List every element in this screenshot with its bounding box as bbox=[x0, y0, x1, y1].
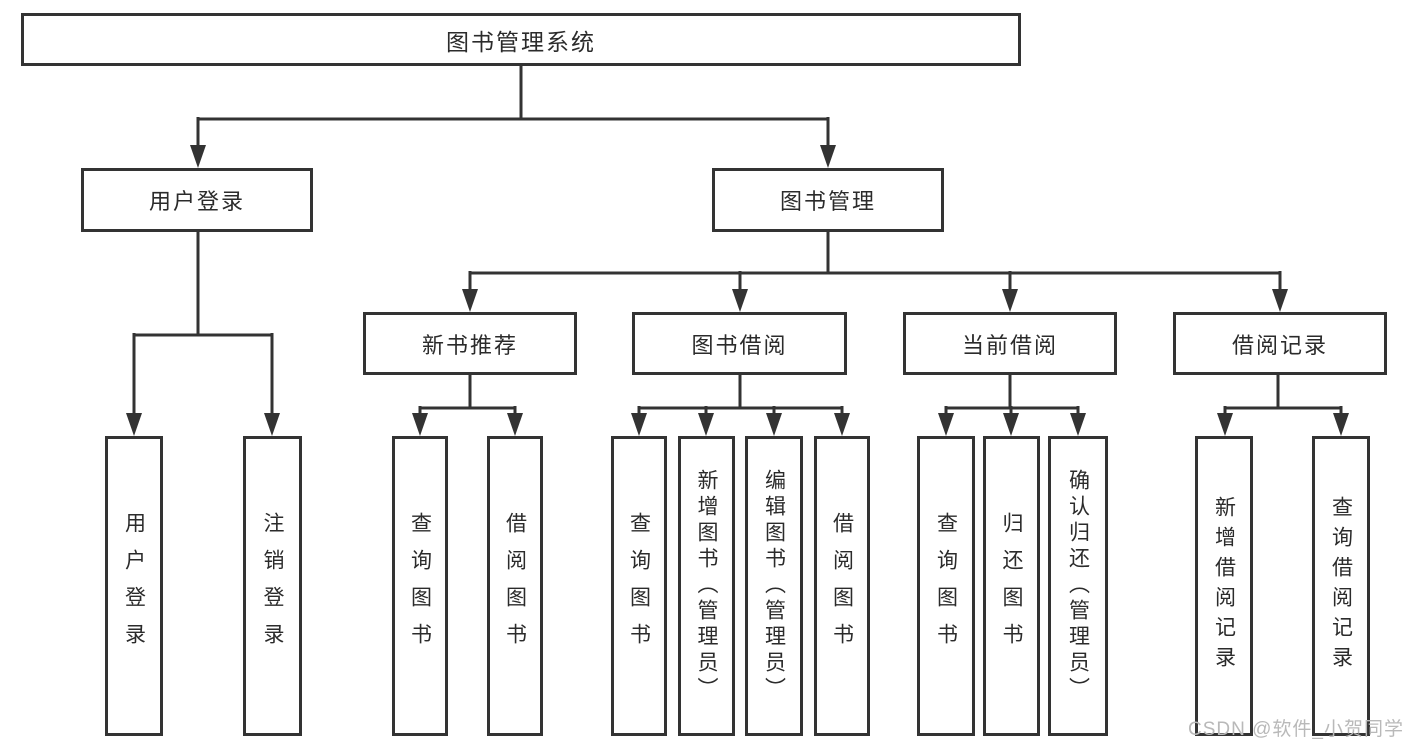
node-label: 借阅记录 bbox=[1231, 332, 1328, 358]
node-current-borrow: 当前借阅 bbox=[903, 312, 1117, 375]
leaf-return-books: 归还图书 bbox=[983, 436, 1040, 736]
leaf-label: 用户登录 bbox=[122, 512, 146, 660]
leaf-query-books-3: 查询图书 bbox=[917, 436, 975, 736]
leaf-borrow-books-2: 借阅图书 bbox=[814, 436, 870, 736]
leaf-edit-books-admin: 编辑图书（管理员） bbox=[745, 436, 803, 736]
leaf-label: 确认归还（管理员） bbox=[1066, 469, 1090, 703]
node-book-management: 图书管理 bbox=[712, 168, 944, 232]
node-label: 当前借阅 bbox=[961, 332, 1058, 358]
node-book-borrow: 图书借阅 bbox=[632, 312, 847, 375]
leaf-label: 查询图书 bbox=[408, 512, 432, 660]
leaf-label: 归还图书 bbox=[1000, 512, 1023, 660]
leaf-add-borrow-record: 新增借阅记录 bbox=[1195, 436, 1253, 736]
leaf-query-books-2: 查询图书 bbox=[611, 436, 667, 736]
leaf-label: 借阅图书 bbox=[830, 512, 854, 660]
leaf-label: 借阅图书 bbox=[503, 512, 527, 660]
leaf-borrow-books-1: 借阅图书 bbox=[487, 436, 543, 736]
leaf-user-login: 用户登录 bbox=[105, 436, 163, 736]
leaf-label: 编辑图书（管理员） bbox=[762, 469, 786, 703]
node-borrow-records: 借阅记录 bbox=[1173, 312, 1387, 375]
node-label: 用户登录 bbox=[148, 189, 245, 214]
node-new-book-recommend: 新书推荐 bbox=[363, 312, 577, 375]
leaf-label: 查询图书 bbox=[627, 512, 651, 660]
csdn-watermark: CSDN @软件_小贺同学 bbox=[1188, 719, 1404, 740]
leaf-label: 新增借阅记录 bbox=[1212, 496, 1236, 676]
leaf-add-books-admin: 新增图书（管理员） bbox=[678, 436, 735, 736]
node-user-login: 用户登录 bbox=[81, 168, 313, 232]
node-label: 新书推荐 bbox=[421, 332, 518, 358]
leaf-label: 查询借阅记录 bbox=[1329, 496, 1353, 676]
node-library-system: 图书管理系统 bbox=[21, 13, 1021, 66]
leaf-query-books-1: 查询图书 bbox=[392, 436, 448, 736]
leaf-query-borrow-record: 查询借阅记录 bbox=[1312, 436, 1370, 736]
leaf-label: 注销登录 bbox=[261, 512, 284, 660]
node-label: 图书借阅 bbox=[691, 332, 788, 358]
leaf-label: 新增图书（管理员） bbox=[695, 469, 718, 703]
leaf-label: 查询图书 bbox=[934, 512, 958, 660]
leaf-logout: 注销登录 bbox=[243, 436, 302, 736]
leaf-confirm-return-admin: 确认归还（管理员） bbox=[1048, 436, 1108, 736]
node-label: 图书管理系统 bbox=[446, 28, 596, 55]
node-label: 图书管理 bbox=[779, 189, 876, 214]
